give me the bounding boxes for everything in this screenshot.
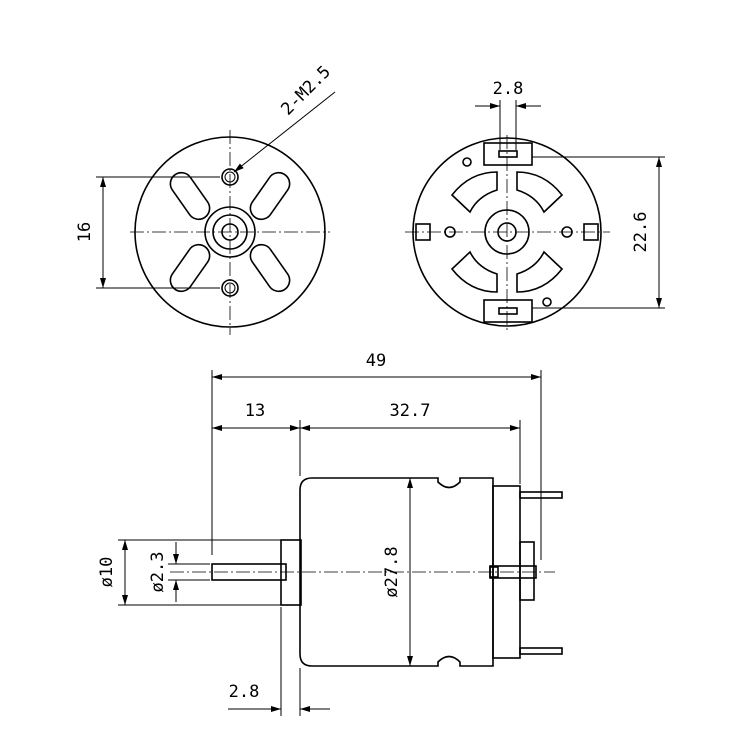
rear-rivet-top-left: [462, 157, 472, 167]
rear-view: 2.8 22.6: [405, 79, 665, 330]
terminal-width-label: 2.8: [493, 79, 524, 99]
rear-bearing-outer: [484, 209, 530, 255]
vent-slot: [450, 250, 498, 293]
shaft-circle: [221, 223, 239, 241]
rear-shaft-collar: [489, 566, 499, 578]
terminal-top-slot: [498, 150, 518, 158]
mounting-hole-top: [221, 168, 239, 186]
vent-slot: [249, 243, 291, 293]
rear-vent-slots: [450, 171, 564, 293]
rear-bearing-inner: [497, 222, 517, 242]
front-view: 2-M2.5 16: [75, 62, 336, 335]
vent-slot: [169, 171, 211, 221]
shaft: [211, 563, 287, 581]
side-view: 49 13 32.7 ø27.8 ø10 ø2.3 2.8: [97, 351, 563, 716]
vent-slot: [450, 171, 498, 214]
boss-length-label: 2.8: [229, 682, 260, 702]
rear-bearing-boss: [519, 541, 535, 601]
rear-tab-right: [583, 223, 599, 241]
vent-slot: [516, 171, 564, 214]
terminal-spacing-label: 22.6: [631, 212, 651, 253]
front-boss-inner: [212, 214, 248, 250]
side-terminal-bottom: [519, 647, 563, 655]
hole-spacing-label: 16: [75, 222, 95, 242]
front-housing-outline: [134, 136, 326, 328]
shaft-diameter-label: ø2.3: [148, 552, 168, 593]
shaft-length-label: 13: [245, 401, 265, 421]
rear-housing-outline: [412, 137, 602, 327]
rear-small-hole-left: [444, 226, 456, 238]
boss-diameter-label: ø10: [97, 557, 117, 588]
vent-slot: [249, 171, 291, 221]
thread-callout-leader: [233, 91, 336, 173]
rear-rivet-bottom-right: [542, 297, 552, 307]
mounting-hole-bottom-thread: [224, 282, 236, 294]
vent-slot: [169, 243, 211, 293]
rear-tab-left: [415, 223, 431, 241]
front-boss-outer: [204, 206, 256, 258]
mounting-hole-bottom: [221, 279, 239, 297]
front-vent-slots: [169, 171, 291, 293]
mounting-hole-top-thread: [224, 171, 236, 183]
terminal-bottom: [483, 299, 533, 323]
terminal-top: [483, 142, 533, 166]
body-diameter-label: ø27.8: [382, 546, 402, 597]
body-length-label: 32.7: [390, 401, 431, 421]
thread-callout-label: 2-M2.5: [277, 62, 335, 120]
rear-small-hole-right: [561, 226, 573, 238]
vent-slot: [516, 250, 564, 293]
terminal-bottom-slot: [498, 307, 518, 315]
front-boss: [280, 539, 302, 606]
overall-length-label: 49: [366, 351, 386, 371]
motor-body: [299, 477, 494, 667]
